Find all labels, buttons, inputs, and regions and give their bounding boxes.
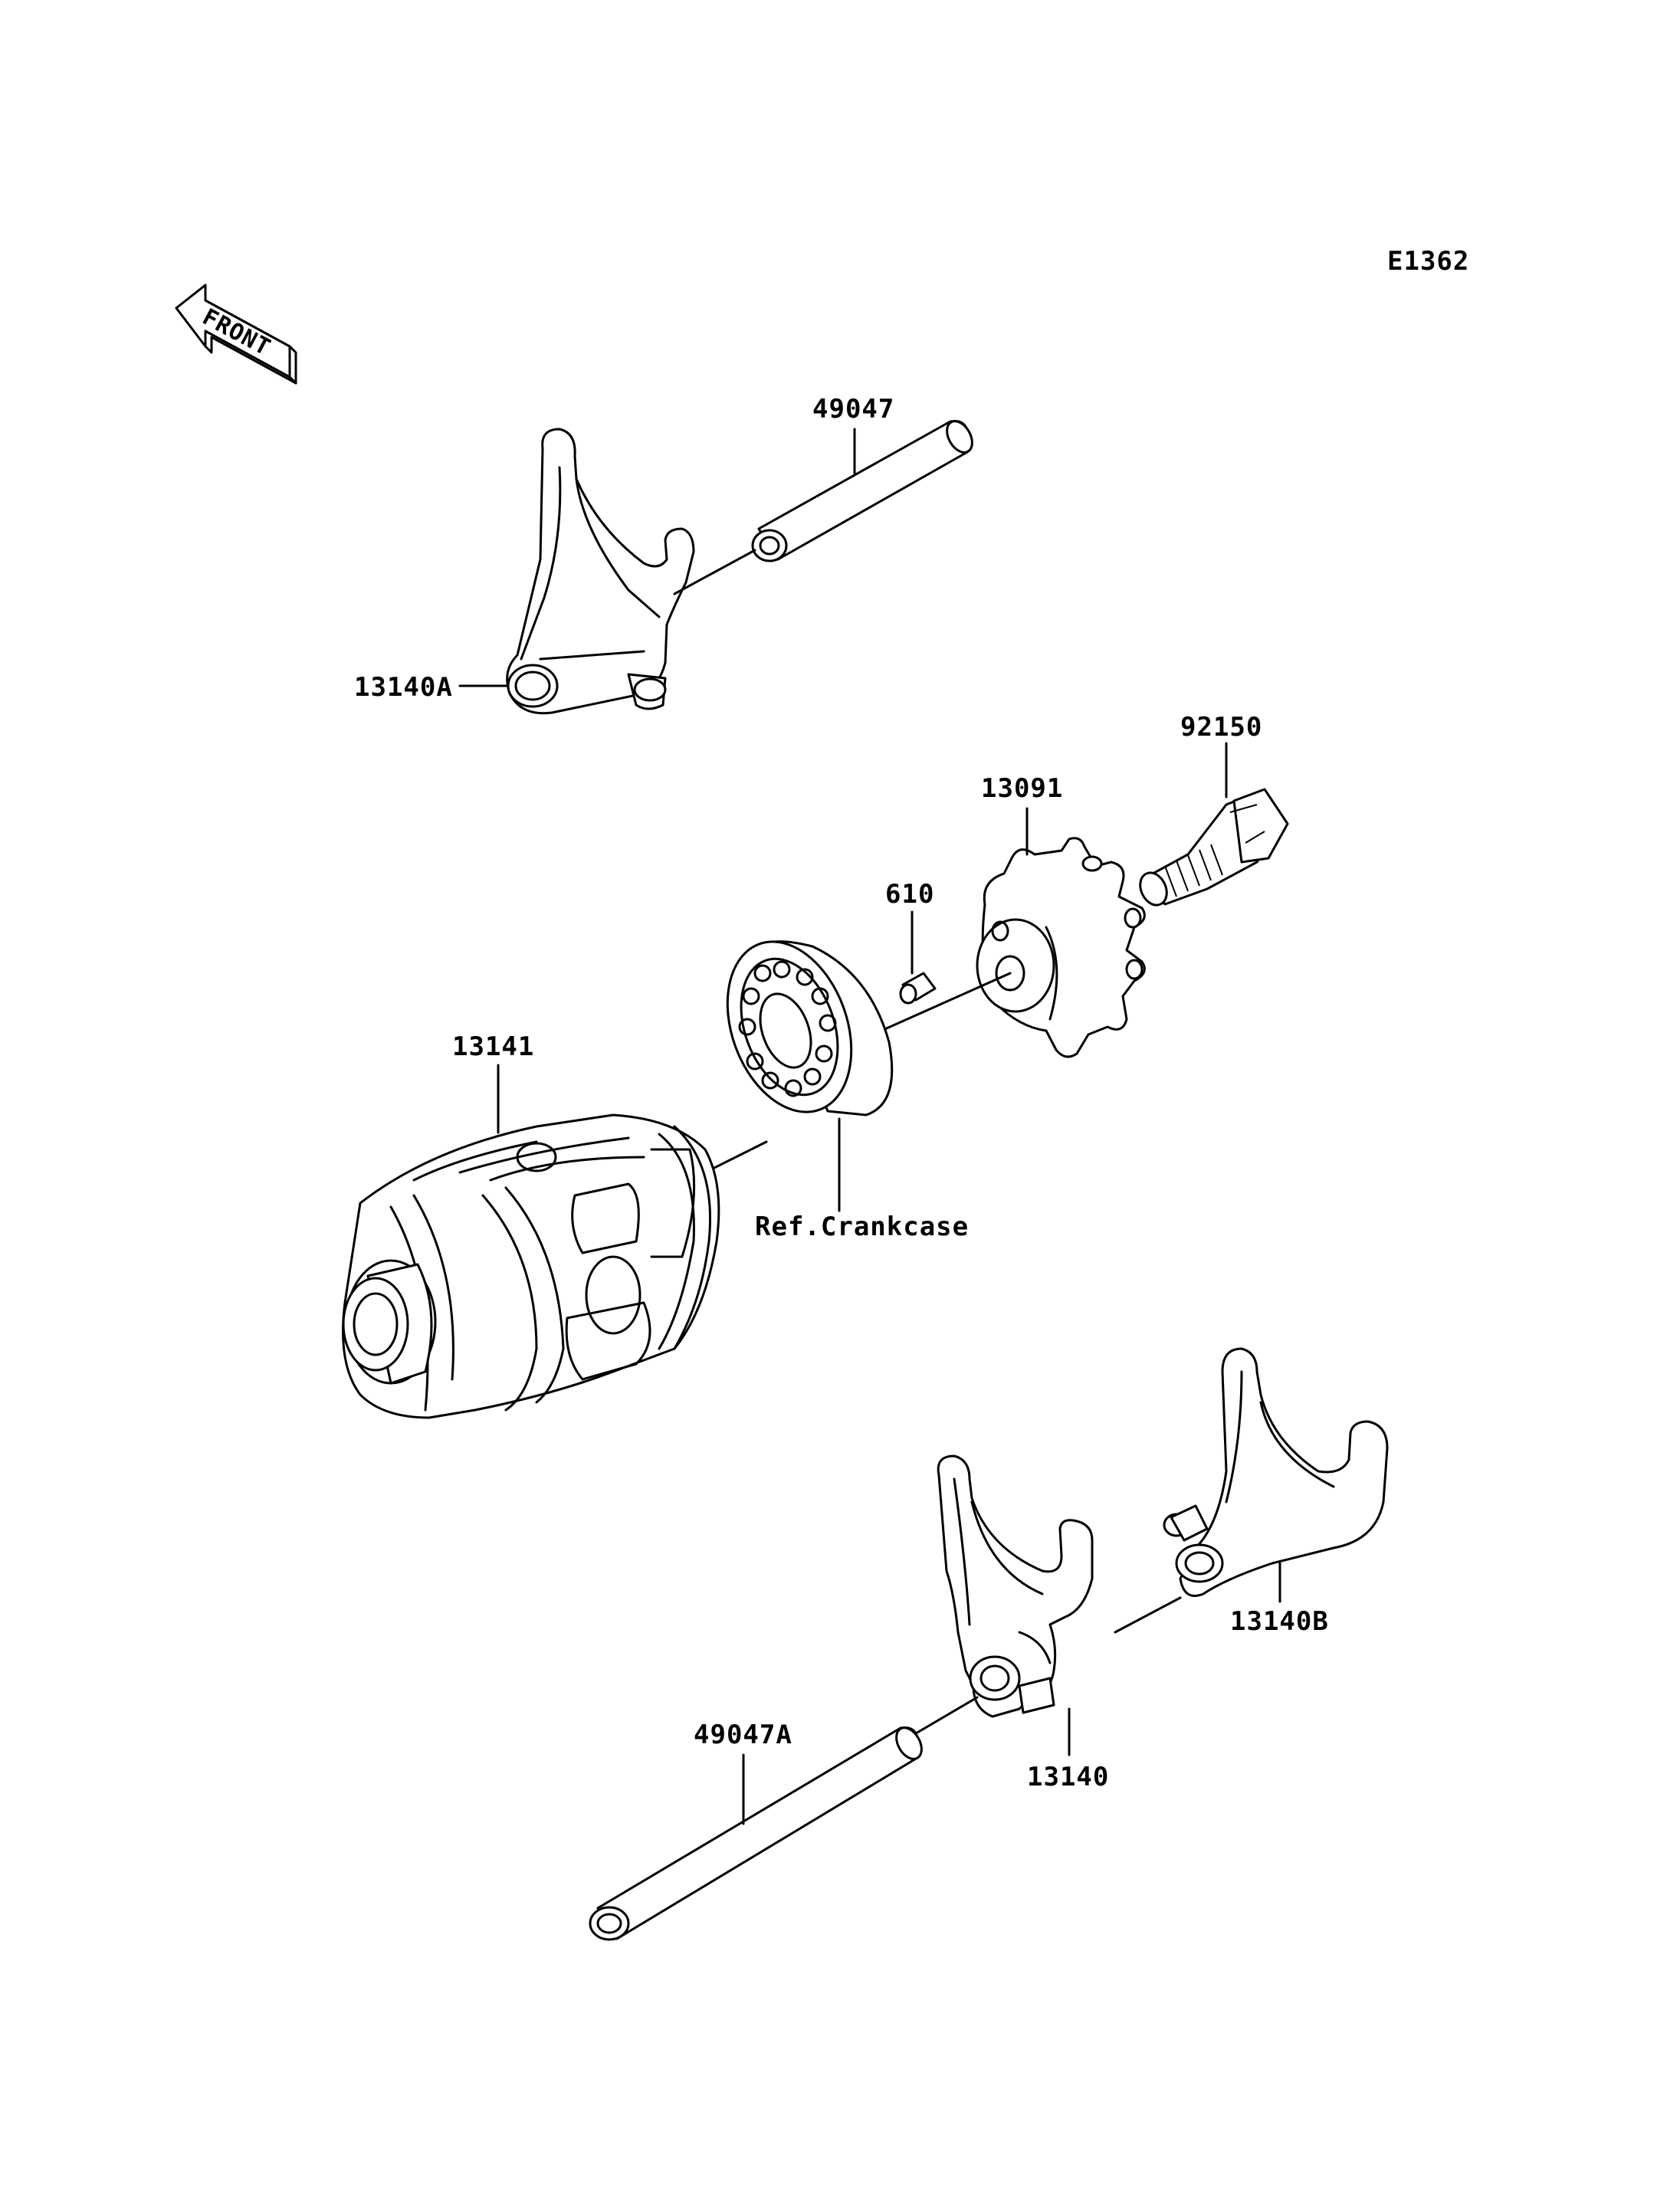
label-13140: 13140: [1027, 1762, 1109, 1792]
shift-shaft-49047a: [589, 1726, 923, 1941]
label-13091: 13091: [981, 773, 1063, 804]
pin-610: [899, 972, 937, 1005]
label-ref-crankcase: Ref.Crankcase: [755, 1212, 969, 1242]
bearing: [726, 940, 894, 1117]
shift-fork-13140b: [1163, 1347, 1389, 1597]
shift-drum-13141: [342, 1113, 720, 1419]
front-arrow-icon: FRONT: [175, 284, 297, 385]
axis-line-lower-left: [914, 1696, 979, 1735]
axis-line-bearing: [704, 1140, 768, 1174]
shift-shaft-49047: [751, 420, 973, 562]
axis-line-upper: [673, 549, 756, 595]
front-label: FRONT: [198, 303, 275, 362]
axis-line-cam: [880, 972, 1012, 1032]
label-92150: 92150: [1180, 712, 1262, 743]
bolt-92150: [1139, 788, 1289, 907]
diagram-code: E1362: [1387, 246, 1469, 277]
label-610: 610: [885, 879, 934, 910]
label-13140b: 13140B: [1230, 1606, 1329, 1637]
label-13140a: 13140A: [354, 672, 453, 703]
axis-line-lower-right: [1114, 1596, 1182, 1634]
label-13141: 13141: [452, 1031, 534, 1062]
shift-drum-cam-13091: [976, 837, 1146, 1058]
shift-fork-13140a: [506, 428, 695, 715]
shift-fork-13140: [937, 1454, 1094, 1718]
label-49047a: 49047A: [694, 1720, 792, 1750]
label-49047: 49047: [812, 394, 894, 425]
